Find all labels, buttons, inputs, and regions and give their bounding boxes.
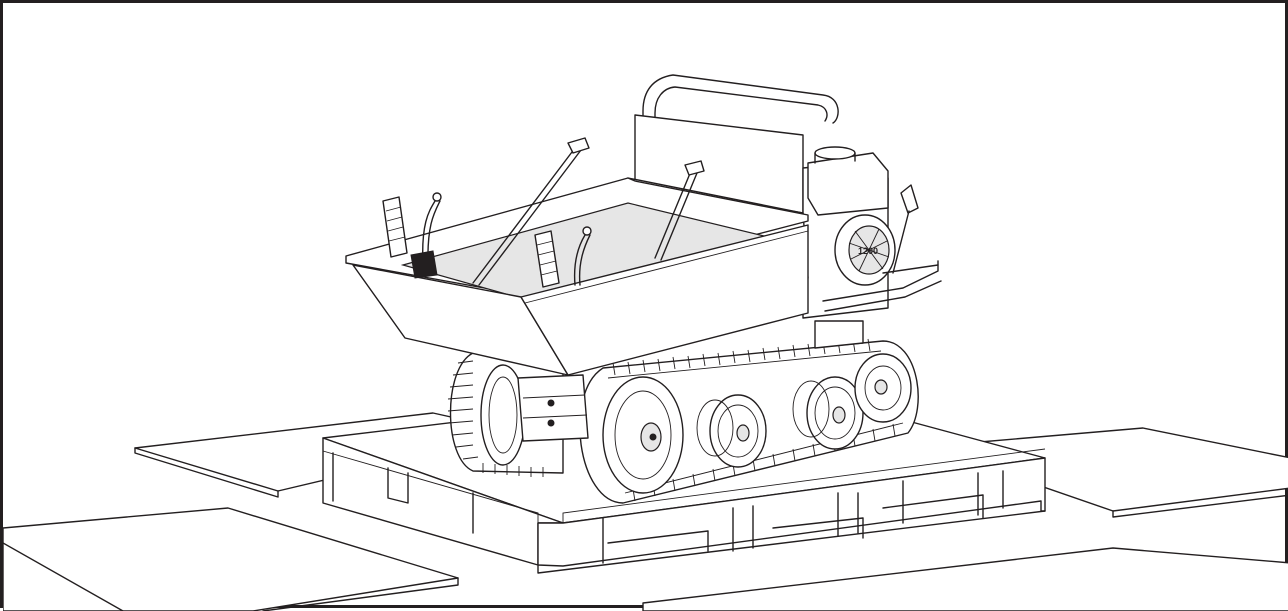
- engine: 1200: [802, 146, 942, 349]
- dumper-illustration: 1200: [3, 74, 1288, 611]
- road-wheel-1: [696, 394, 767, 468]
- main-track: [579, 338, 919, 504]
- control-handles-left: [382, 192, 442, 279]
- control-handles-front: [534, 226, 592, 288]
- rear-track-treads: [447, 360, 544, 477]
- engine-badge: 1200: [858, 246, 878, 256]
- road-wheel-2: [792, 376, 864, 450]
- floor-slab-right-front: [642, 547, 1288, 611]
- handlebar-frame: [642, 74, 839, 184]
- dump-bin: [345, 177, 809, 376]
- support-rods: [472, 137, 705, 286]
- chassis: [517, 374, 589, 442]
- front-idler: [854, 353, 912, 423]
- floor-slab-left-front: [3, 507, 459, 611]
